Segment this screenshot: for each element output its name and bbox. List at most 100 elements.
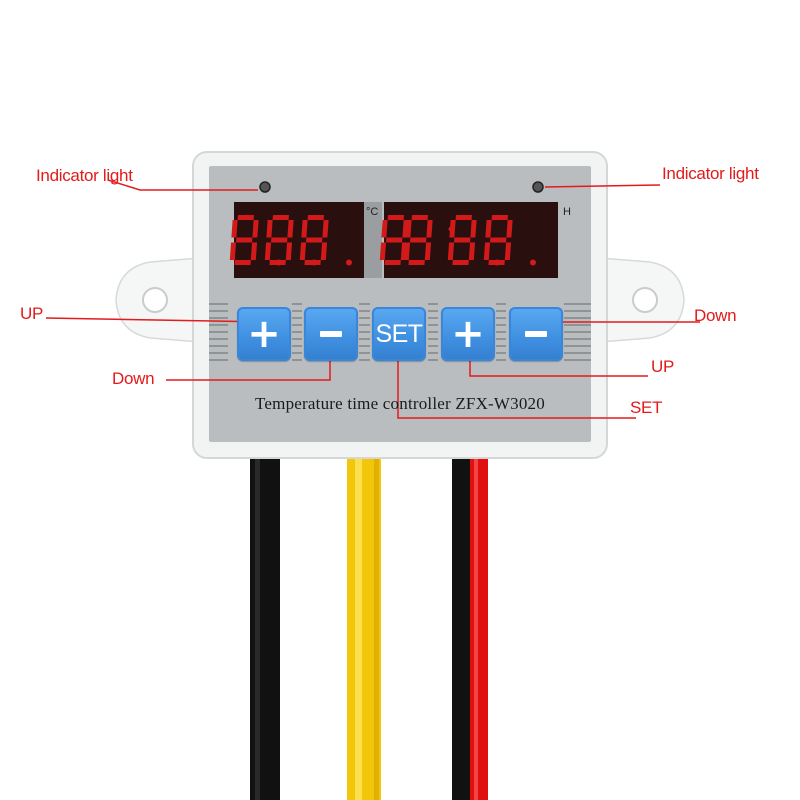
display-segment <box>490 237 507 243</box>
display-segment <box>455 215 472 220</box>
display-segment <box>379 242 387 260</box>
display-segment <box>322 220 329 238</box>
groove-line <box>292 345 302 347</box>
down-button-left[interactable] <box>304 307 358 361</box>
groove-line <box>292 331 302 333</box>
display-decimal-point <box>346 259 352 266</box>
up-button-left[interactable]: + <box>237 307 291 361</box>
display-segment <box>403 242 411 260</box>
display-segment <box>411 215 428 220</box>
groove-line <box>359 310 370 312</box>
groove-line <box>359 331 370 333</box>
minus-icon <box>320 331 342 337</box>
groove-line <box>564 317 591 319</box>
groove-line <box>496 359 506 361</box>
groove-line <box>209 310 228 312</box>
display-segment <box>301 220 308 238</box>
colon-top <box>448 226 454 232</box>
groove-line <box>209 359 228 361</box>
display-segment <box>408 260 425 265</box>
groove-line <box>359 317 370 319</box>
callout-set: SET <box>630 398 663 417</box>
plus-icon: + <box>451 311 485 357</box>
groove-line <box>209 324 228 326</box>
display-segment <box>381 220 388 238</box>
display-segment <box>483 242 491 260</box>
display-segment <box>272 215 289 220</box>
groove-line <box>428 331 438 333</box>
display-segment <box>470 220 477 238</box>
display-segment <box>488 260 505 265</box>
groove-line <box>359 303 370 305</box>
minus-icon <box>525 331 547 337</box>
groove-line <box>292 338 302 340</box>
display-segment <box>236 237 253 243</box>
display-decimal-point <box>530 259 536 266</box>
set-button[interactable]: SET <box>372 307 426 361</box>
display-segment <box>269 260 286 265</box>
groove-line <box>496 352 506 354</box>
up-button-right[interactable]: + <box>441 307 495 361</box>
groove-line <box>292 324 302 326</box>
time-unit-label: H <box>563 206 571 218</box>
groove-line <box>359 359 370 361</box>
right-mount-hole <box>632 287 658 313</box>
display-segment <box>424 242 432 260</box>
groove-line <box>428 303 438 305</box>
display-segment <box>252 220 259 238</box>
indicator-light-icon <box>532 181 544 193</box>
display-segment <box>491 215 508 220</box>
display-divider <box>364 202 382 278</box>
display-segment <box>299 242 307 260</box>
groove-line <box>564 345 591 347</box>
groove-line <box>496 317 506 319</box>
display-segment <box>387 215 404 220</box>
display-segment <box>250 242 258 260</box>
display-segment <box>229 242 237 260</box>
display-segment <box>506 220 513 238</box>
callout-up-right: UP <box>651 357 675 376</box>
colon-bottom <box>448 248 454 254</box>
leader-set <box>397 358 636 419</box>
groove-line <box>496 338 506 340</box>
display-segment <box>485 220 492 238</box>
display-segment <box>307 215 324 220</box>
display-segment <box>454 237 471 243</box>
keypad-grooves <box>209 303 591 361</box>
groove-line <box>292 352 302 354</box>
wires <box>250 455 488 800</box>
callout-down-right: Down <box>694 306 737 325</box>
temp-display <box>234 202 364 278</box>
wire-black-left <box>250 455 280 800</box>
down-button-right[interactable] <box>509 307 563 361</box>
display-segment <box>306 237 323 243</box>
groove-line <box>428 317 438 319</box>
indicator-light-icon <box>259 181 271 193</box>
groove-line <box>496 303 506 305</box>
groove-line <box>428 310 438 312</box>
leader-indicator-right <box>544 184 661 188</box>
groove-line <box>428 345 438 347</box>
groove-line <box>564 359 591 361</box>
groove-line <box>496 310 506 312</box>
callout-indicator-light-right: Indicator light <box>662 164 759 183</box>
callout-indicator-light-left: Indicator light <box>36 166 133 185</box>
temp-unit-label: °C <box>366 206 379 218</box>
callout-down-left: Down <box>112 369 155 388</box>
display-segment <box>266 220 273 238</box>
groove-line <box>359 324 370 326</box>
groove-line <box>292 303 302 305</box>
callout-up-left: UP <box>20 304 44 323</box>
display-segment <box>264 242 272 260</box>
display-segment <box>237 215 254 220</box>
display-segment <box>384 260 401 265</box>
groove-line <box>428 352 438 354</box>
groove-line <box>564 303 591 305</box>
groove-line <box>209 331 228 333</box>
groove-line <box>496 331 506 333</box>
display-segment <box>320 242 328 260</box>
groove-line <box>292 359 302 361</box>
display-segment <box>285 242 293 260</box>
groove-line <box>496 324 506 326</box>
groove-line <box>428 324 438 326</box>
